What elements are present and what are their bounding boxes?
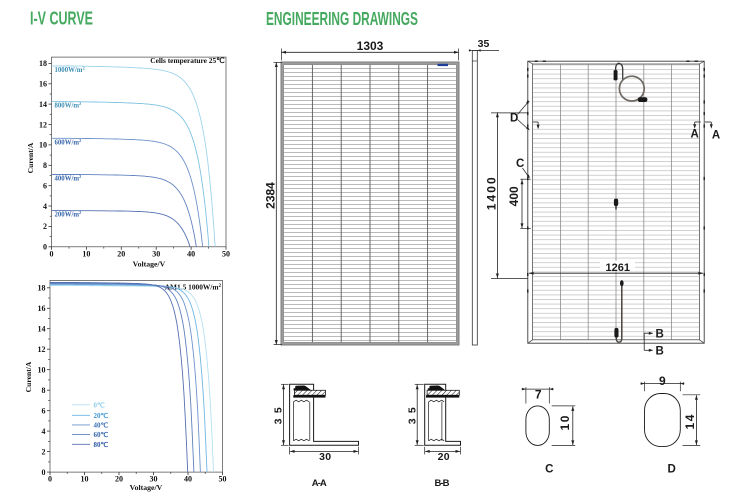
svg-text:4: 4 [43, 202, 47, 211]
svg-text:6: 6 [43, 182, 47, 191]
svg-text:30: 30 [152, 249, 160, 258]
svg-text:35: 35 [406, 407, 418, 424]
svg-text:600W/m2: 600W/m2 [55, 138, 83, 147]
svg-text:400W/m2: 400W/m2 [55, 174, 83, 183]
svg-text:0: 0 [43, 243, 47, 252]
svg-text:10: 10 [81, 475, 89, 484]
svg-text:1000W/m2: 1000W/m2 [55, 65, 86, 74]
svg-text:80℃: 80℃ [94, 441, 109, 449]
svg-text:40: 40 [184, 475, 192, 484]
svg-text:10: 10 [38, 366, 46, 375]
svg-text:C: C [516, 158, 524, 170]
svg-text:0: 0 [48, 475, 52, 484]
svg-text:35: 35 [273, 407, 285, 424]
svg-text:2384: 2384 [264, 182, 278, 209]
svg-text:10: 10 [82, 249, 90, 258]
svg-text:ENGINEERING DRAWINGS: ENGINEERING DRAWINGS [266, 9, 418, 29]
svg-text:16: 16 [39, 80, 47, 89]
svg-text:20: 20 [438, 451, 450, 463]
svg-text:12: 12 [39, 120, 47, 129]
svg-text:10: 10 [558, 415, 572, 430]
svg-text:20: 20 [115, 475, 123, 484]
svg-text:4: 4 [42, 427, 46, 436]
svg-text:40℃: 40℃ [94, 422, 109, 430]
svg-text:14: 14 [38, 325, 46, 334]
svg-text:50: 50 [222, 249, 230, 258]
svg-text:18: 18 [38, 284, 46, 293]
svg-text:I-V CURVE: I-V CURVE [30, 9, 93, 29]
svg-text:0: 0 [50, 249, 54, 258]
svg-text:B: B [656, 329, 664, 341]
svg-text:1303: 1303 [357, 39, 384, 53]
svg-text:C: C [545, 463, 553, 475]
svg-text:12: 12 [38, 345, 46, 354]
svg-text:20℃: 20℃ [94, 412, 109, 420]
svg-text:60℃: 60℃ [94, 431, 109, 439]
svg-text:30: 30 [319, 451, 331, 463]
svg-text:400: 400 [507, 186, 521, 206]
svg-text:8: 8 [43, 161, 47, 170]
svg-text:Voltage/V: Voltage/V [133, 259, 166, 268]
svg-text:D: D [668, 463, 676, 475]
svg-text:D: D [510, 112, 518, 124]
svg-text:2: 2 [43, 222, 47, 231]
svg-text:B: B [656, 346, 664, 358]
svg-text:18: 18 [39, 59, 47, 68]
svg-text:35: 35 [478, 38, 490, 50]
svg-text:6: 6 [42, 407, 46, 416]
svg-text:14: 14 [683, 414, 697, 429]
svg-text:AM1.5 1000W/m2: AM1.5 1000W/m2 [165, 283, 222, 292]
svg-text:14: 14 [39, 100, 47, 109]
svg-text:0℃: 0℃ [94, 401, 106, 409]
svg-text:7: 7 [535, 387, 542, 401]
svg-text:50: 50 [219, 475, 227, 484]
svg-text:2: 2 [42, 447, 46, 456]
svg-text:B-B: B-B [435, 478, 450, 489]
svg-text:Voltage/V: Voltage/V [130, 483, 163, 492]
svg-text:8: 8 [42, 386, 46, 395]
svg-text:200W/m2: 200W/m2 [55, 210, 83, 219]
svg-text:0: 0 [42, 468, 46, 477]
svg-text:20: 20 [117, 249, 125, 258]
svg-text:Curent/A: Curent/A [24, 361, 33, 392]
svg-text:9: 9 [659, 374, 666, 388]
svg-text:40: 40 [187, 249, 195, 258]
svg-text:A: A [712, 130, 720, 142]
svg-text:A-A: A-A [312, 478, 327, 489]
svg-text:800W/m2: 800W/m2 [55, 101, 83, 110]
svg-text:1400: 1400 [485, 177, 499, 210]
svg-text:10: 10 [39, 141, 47, 150]
svg-text:Cells temperature 25℃: Cells temperature 25℃ [150, 56, 224, 65]
svg-text:A: A [691, 128, 699, 140]
svg-text:30: 30 [150, 475, 158, 484]
svg-text:16: 16 [38, 304, 46, 313]
svg-text:Curent/A: Curent/A [26, 142, 35, 173]
svg-text:1261: 1261 [606, 262, 630, 274]
